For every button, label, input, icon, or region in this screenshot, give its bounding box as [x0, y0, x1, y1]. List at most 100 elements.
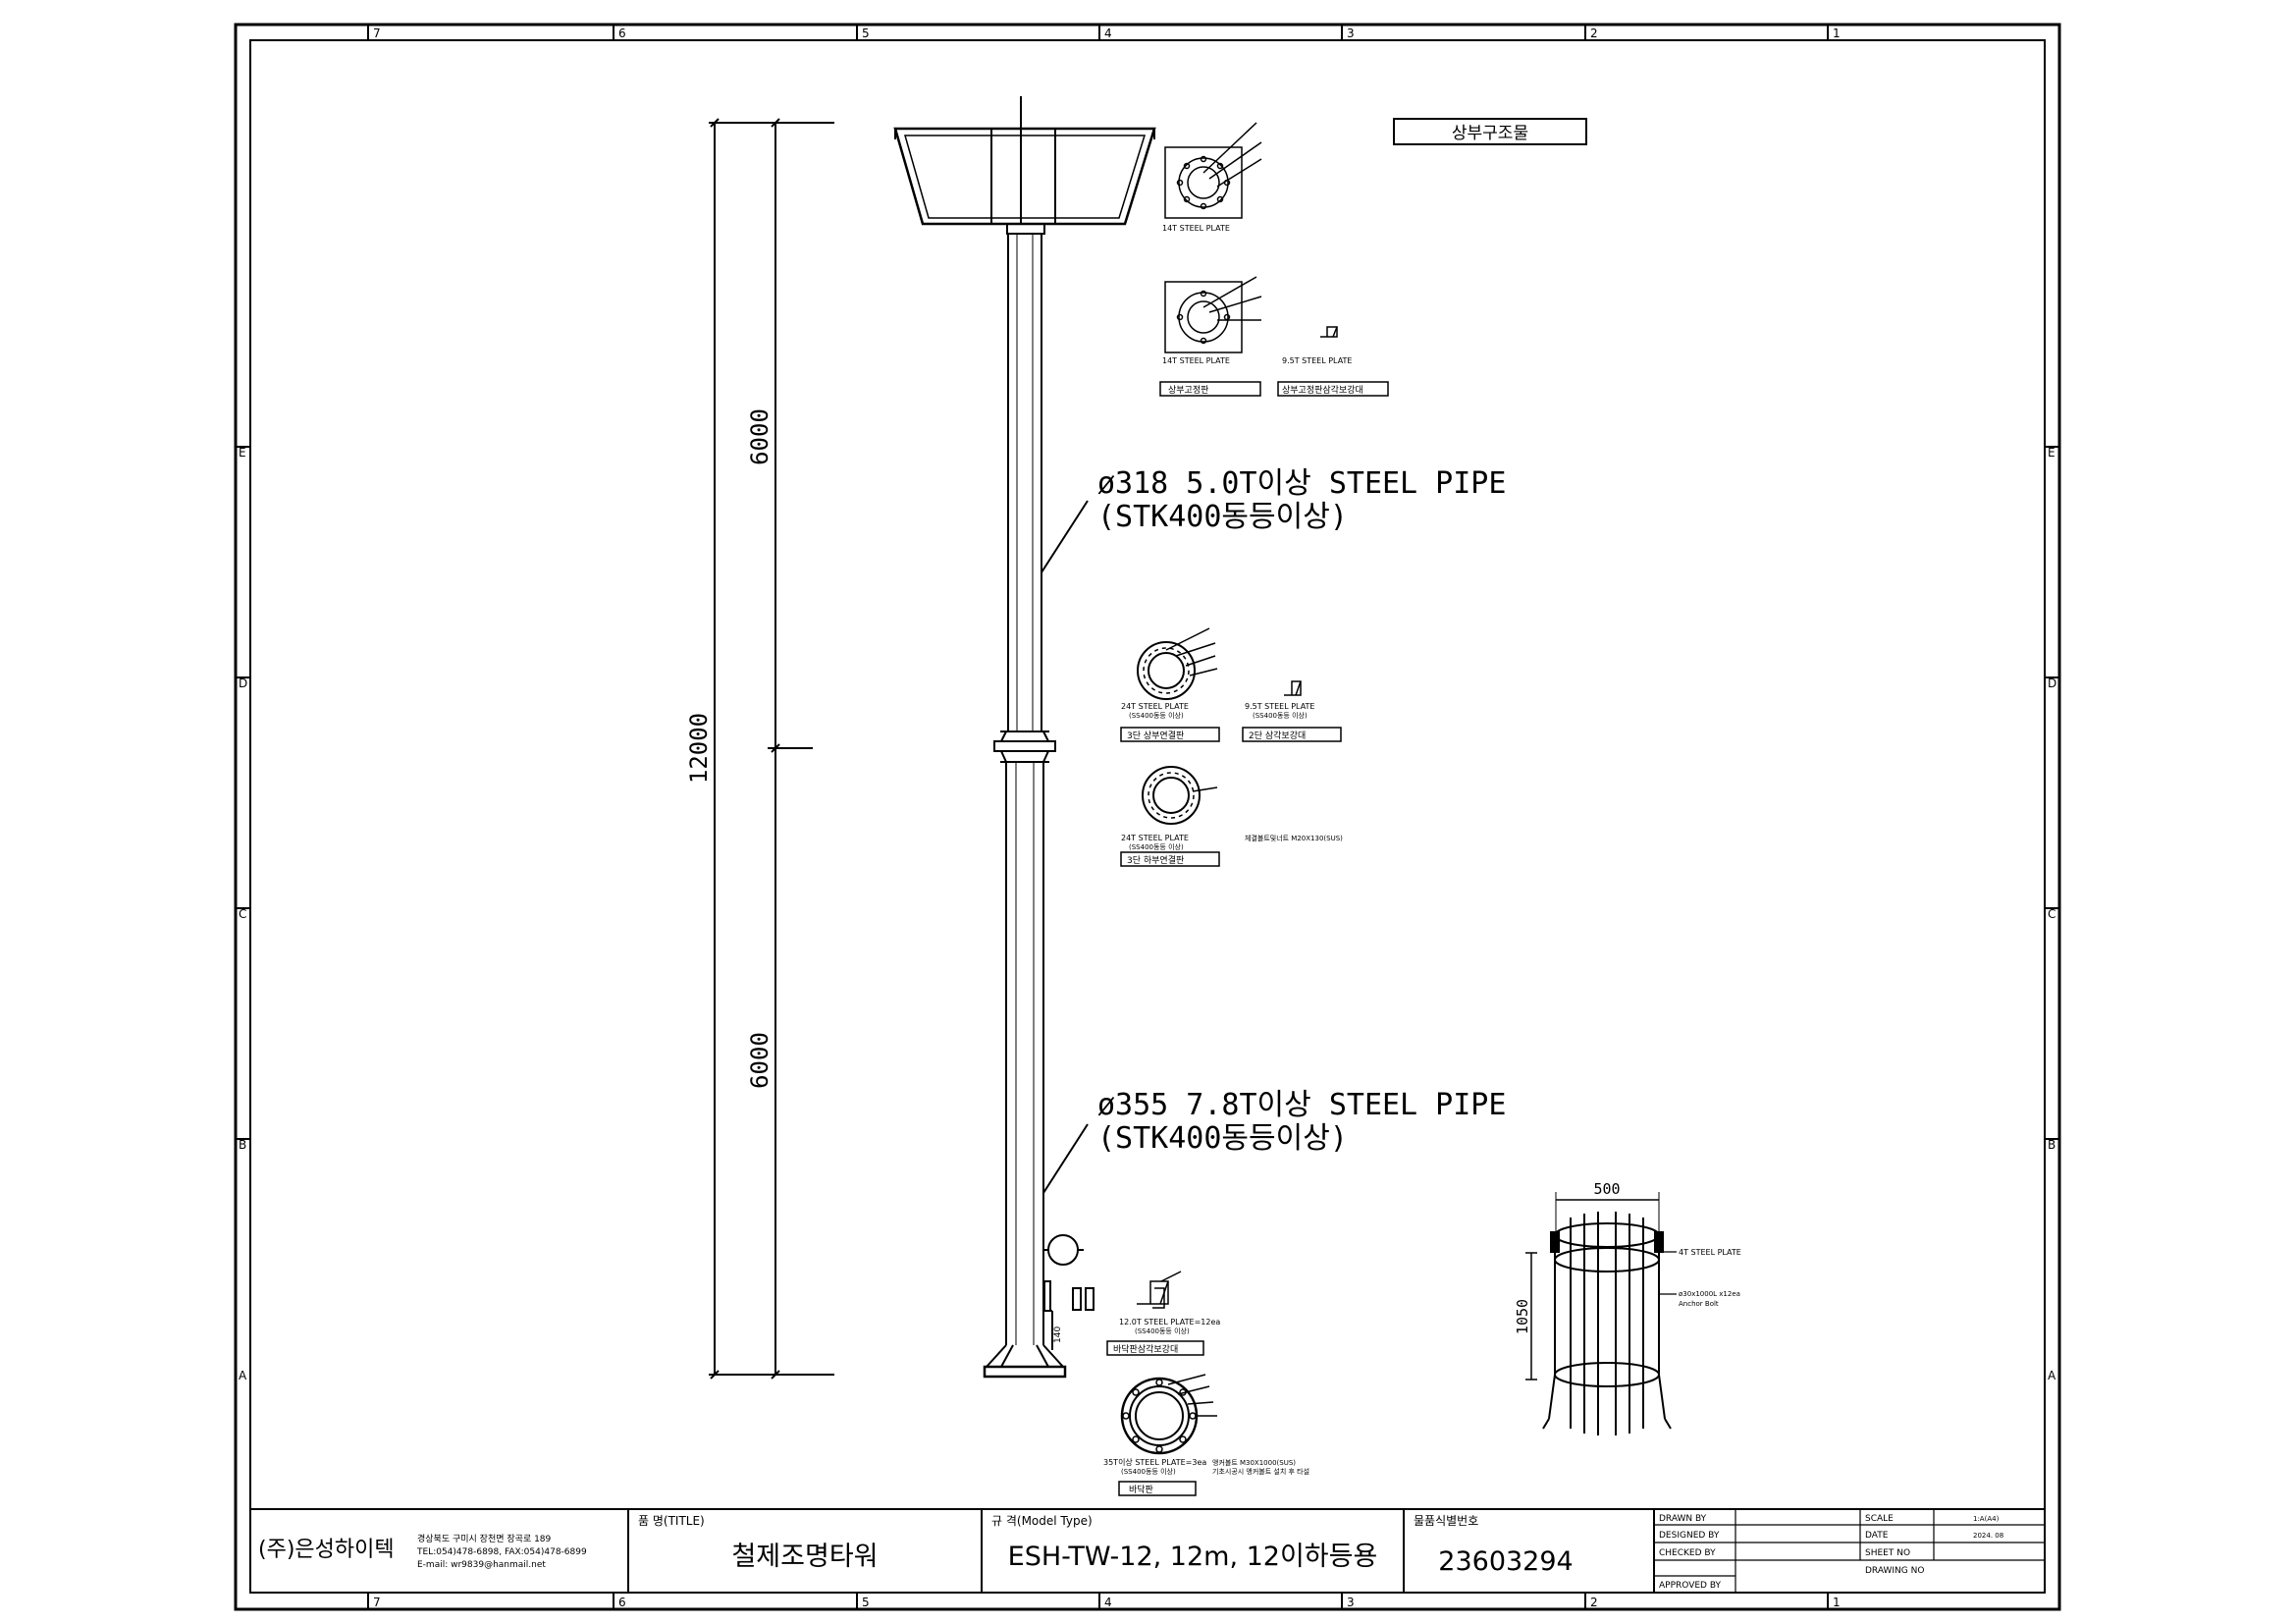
model-label: 규 격(Model Type): [991, 1514, 1093, 1528]
zone-number: 3: [1347, 1596, 1355, 1609]
small-dim-140: 140: [1053, 1326, 1063, 1343]
company-name: (주)은성하이텍: [258, 1538, 395, 1562]
callout-leaders: [1041, 500, 1089, 1194]
upper-pipe-callout-line2: (STK400동등이상): [1097, 500, 1348, 534]
detail-mid-plate-d: [1142, 766, 1218, 825]
detail-rib-e-label: 12.0T STEEL PLATE=12ea: [1119, 1318, 1220, 1326]
detail-plate-c-label: 24T STEEL PLATE: [1121, 702, 1189, 711]
zone-letter: A: [2048, 1369, 2056, 1382]
detail-mid-plate-c: [1137, 627, 1302, 700]
dimension-total-12000: 12000: [685, 713, 713, 784]
date-value: 2024. 08: [1973, 1532, 2003, 1540]
lower-pipe-callout-line1: ø355 7.8T이상 STEEL PIPE: [1097, 1088, 1506, 1122]
detail-plate-f-sub: (SS400동등 이상): [1121, 1467, 1176, 1476]
detail-note-f2: 기초시공시 앵커볼트 설치 후 타설: [1212, 1467, 1309, 1476]
detail-plate-a-label: 14T STEEL PLATE: [1162, 224, 1230, 233]
dimension-lower-6000: 6000: [746, 1032, 774, 1089]
company-email: E-mail: wr9839@hanmail.net: [417, 1560, 546, 1570]
zone-number: 1: [1833, 1596, 1841, 1609]
title-block: [250, 1508, 2045, 1593]
company-address: 경상북도 구미시 장천면 장곡로 189: [417, 1533, 552, 1544]
zone-number: 7: [373, 1596, 381, 1609]
detail-top-plate-b: [1164, 276, 1338, 353]
detail-box-c2-label: 2단 삼각보강대: [1249, 730, 1306, 741]
detail-rib-c-sub: (SS400동등 이상): [1253, 711, 1308, 720]
header-box: [1393, 118, 1587, 145]
zone-letter: E: [2048, 446, 2056, 460]
zone-number: 6: [618, 1596, 626, 1609]
zone-letter: A: [239, 1369, 247, 1382]
inner-border: [249, 39, 2046, 1594]
zone-letter: B: [239, 1138, 246, 1152]
drawing-label: DRAWING NO: [1865, 1566, 1924, 1576]
detail-box-c2: [1242, 727, 1342, 742]
detail-plate-c-sub: (SS400동등 이상): [1129, 711, 1184, 720]
detail-box-e1-label: 바닥판삼각보강대: [1113, 1343, 1178, 1355]
zone-number: 6: [618, 27, 626, 40]
detail-box-a1: [1159, 381, 1261, 397]
checked-by-label: CHECKED BY: [1659, 1548, 1716, 1558]
foundation-width: 500: [1593, 1180, 1620, 1198]
designed-by-label: DESIGNED BY: [1659, 1531, 1720, 1541]
zone-number: 5: [862, 27, 870, 40]
foundation-anchor-label-2: Anchor Bolt: [1679, 1300, 1719, 1308]
id-value: 23603294: [1438, 1546, 1573, 1577]
title-label: 품 명(TITLE): [638, 1514, 705, 1528]
zone-number: 3: [1347, 27, 1355, 40]
lamp-head: [893, 127, 1156, 226]
detail-rib-a-label: 9.5T STEEL PLATE: [1282, 356, 1352, 365]
zone-number: 4: [1104, 27, 1112, 40]
detail-plate-b-label: 14T STEEL PLATE: [1162, 356, 1230, 365]
detail-rib-c-label: 9.5T STEEL PLATE: [1245, 702, 1314, 711]
zone-letter-labels: E D C B A E D C B A: [239, 446, 2056, 1382]
detail-note-d: 체결볼트및너트 M20X130(SUS): [1245, 834, 1343, 842]
dimension-upper-6000: 6000: [746, 408, 774, 465]
tower-elevation: [893, 96, 1156, 1379]
zone-letter: C: [2048, 907, 2056, 921]
lower-pipe-callout-line2: (STK400동등이상): [1097, 1121, 1348, 1156]
date-label: DATE: [1865, 1531, 1889, 1541]
dimension-lines: [709, 118, 834, 1380]
zone-number: 2: [1590, 27, 1598, 40]
header-box-label: 상부구조물: [1452, 124, 1528, 143]
middle-flange: [993, 740, 1056, 752]
detail-top-plate-a: [1164, 122, 1262, 219]
zone-number-labels: 7 6 5 4 3 2 1 7 6 5 4 3 2 1: [373, 27, 1841, 1609]
foundation-anchor-cage: [1525, 1192, 1677, 1435]
drawn-by-label: DRAWN BY: [1659, 1514, 1707, 1524]
foundation-plate-label: 4T STEEL PLATE: [1679, 1248, 1741, 1257]
detail-box-a1-label: 상부고정판: [1168, 385, 1208, 396]
zone-letter: D: [239, 677, 247, 690]
detail-box-c1-label: 3단 상부연결판: [1127, 731, 1184, 741]
zone-ticks: [236, 25, 2059, 1609]
zone-number: 5: [862, 1596, 870, 1609]
detail-note-f1: 앵커볼트 M30X1000(SUS): [1212, 1458, 1296, 1467]
zone-letter: B: [2048, 1138, 2056, 1152]
detail-plate-f-label: 35T이상 STEEL PLATE=3ea: [1103, 1457, 1206, 1467]
sheet-label: SHEET NO: [1865, 1548, 1910, 1558]
zone-letter: D: [2048, 677, 2056, 690]
scale-value: 1:A(A4): [1973, 1515, 2000, 1523]
scale-label: SCALE: [1865, 1514, 1894, 1524]
upper-pipe-callout-line1: ø318 5.0T이상 STEEL PIPE: [1097, 466, 1506, 501]
detail-box-f1: [1118, 1481, 1197, 1496]
detail-base-rib: [1137, 1271, 1182, 1309]
zone-number: 7: [373, 27, 381, 40]
foundation-height: 1050: [1514, 1299, 1531, 1334]
zone-letter: C: [239, 907, 246, 921]
id-label: 물품식별번호: [1414, 1514, 1478, 1528]
title-value: 철제조명타워: [731, 1542, 878, 1572]
zone-number: 4: [1104, 1596, 1112, 1609]
detail-box-c1: [1120, 727, 1220, 742]
company-tel: TEL:054)478-6898, FAX:054)478-6899: [416, 1547, 587, 1557]
detail-box-f1-label: 바닥판: [1129, 1485, 1153, 1495]
outer-border: [234, 23, 2061, 1611]
detail-box-a2-label: 상부고정판삼각보강대: [1282, 384, 1363, 396]
detail-rib-e-sub: (SS400동등 이상): [1135, 1326, 1190, 1335]
model-value: ESH-TW-12, 12m, 12이하등용: [1008, 1542, 1378, 1572]
zone-number: 2: [1590, 1596, 1598, 1609]
detail-base-plate-f: [1120, 1374, 1217, 1455]
detail-box-d1-label: 3단 하부연결판: [1127, 855, 1184, 866]
detail-box-a2: [1277, 381, 1389, 397]
